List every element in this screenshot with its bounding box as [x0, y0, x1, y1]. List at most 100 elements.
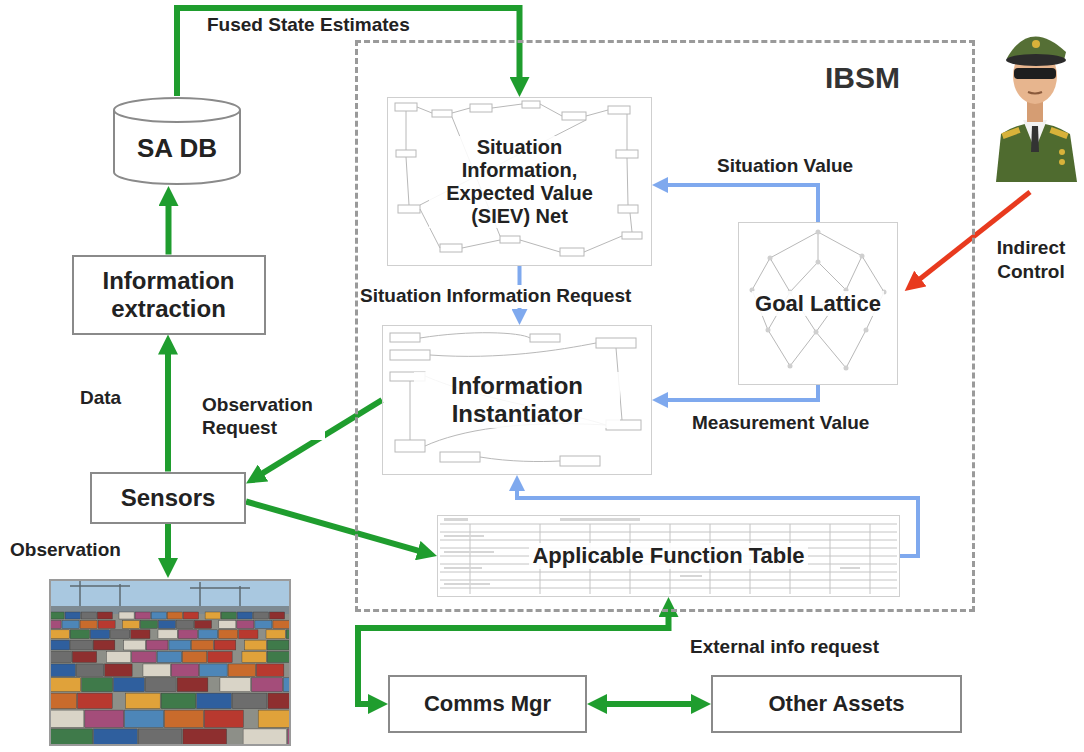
- process-box: Other Assets: [711, 675, 962, 733]
- illustration-part: [470, 524, 870, 594]
- illustration-part: [228, 664, 255, 676]
- illustration-part: [122, 621, 139, 629]
- edge-label-holder: Data: [78, 387, 123, 410]
- flow-arrow: [177, 8, 520, 96]
- illustration-part: [65, 612, 80, 619]
- illustration-part: [97, 612, 112, 619]
- edge-label: Situation Information Request: [358, 285, 633, 308]
- illustration-part: [440, 524, 897, 588]
- illustration-part: [85, 710, 124, 727]
- illustration-part: [237, 621, 254, 629]
- container-port-photo: [50, 580, 290, 745]
- illustration-part: [996, 123, 1077, 182]
- flow-arrow: [518, 266, 522, 319]
- instantiator-thumbnail: [390, 333, 641, 466]
- illustration-part: [72, 651, 96, 662]
- illustration-part: [131, 630, 150, 639]
- illustration-part: [161, 693, 196, 708]
- flow-arrow: [595, 701, 703, 707]
- illustration-part: [125, 710, 164, 727]
- edge-label-holder: External info request: [688, 636, 881, 659]
- illustration-part: [221, 612, 236, 619]
- illustration-part: [266, 630, 285, 639]
- illustration-part: [768, 256, 773, 261]
- screenshot-panel: Information Instantiator: [382, 325, 652, 475]
- edge-label: Situation Value: [715, 155, 855, 178]
- database-cylinder: SA DB: [112, 96, 242, 186]
- edge-label: Observation Request: [200, 394, 325, 440]
- illustration-part: [252, 678, 283, 692]
- goal-lattice-thumbnail: [750, 230, 887, 371]
- illustration-part: [158, 621, 175, 629]
- illustration-part: [596, 338, 636, 348]
- illustration-part: [1006, 54, 1066, 66]
- system-boundary: IBSMSituation Information, Expected Valu…: [355, 40, 975, 612]
- illustration-part: [114, 678, 145, 692]
- illustration-part: [70, 630, 89, 639]
- illustration-part: [616, 150, 638, 158]
- illustration-part: [560, 518, 640, 521]
- edge-label: Data: [78, 387, 123, 410]
- illustration-part: [444, 551, 494, 553]
- illustration-part: [50, 580, 290, 745]
- illustration-part: [93, 640, 115, 650]
- screenshot-panel: Goal Lattice: [738, 222, 898, 385]
- illustration-part: [50, 580, 290, 614]
- illustration-part: [214, 640, 236, 650]
- illustration-part: [138, 729, 182, 745]
- illustration-part: [608, 106, 630, 114]
- illustration-part: [124, 640, 146, 650]
- illustration-part: [200, 664, 227, 676]
- illustration-part: [135, 612, 150, 619]
- illustration-part: [752, 232, 884, 368]
- illustration-part: [444, 535, 484, 537]
- illustration-part: [844, 366, 849, 371]
- illustration-part: [1002, 127, 1021, 139]
- illustration-part: [165, 710, 204, 727]
- illustration-part: [232, 693, 267, 708]
- illustration-part: [50, 630, 69, 639]
- illustration-part: [143, 664, 170, 676]
- illustration-part: [390, 333, 420, 342]
- illustration-part: [258, 710, 290, 727]
- illustration-part: [219, 630, 238, 639]
- siev-thumbnail: [395, 101, 642, 256]
- illustration-part: [239, 630, 258, 639]
- node-label: Applicable Function Table: [529, 543, 807, 568]
- illustration-part: [530, 334, 560, 342]
- illustration-part: [242, 651, 266, 662]
- illustration-part: [90, 630, 109, 639]
- illustration-part: [750, 230, 887, 371]
- flow-arrow: [166, 194, 172, 255]
- illustration-part: [256, 664, 283, 676]
- illustration-part: [177, 678, 208, 692]
- illustration-part: [126, 693, 161, 708]
- illustration-part: [267, 640, 289, 650]
- illustration-part: [1014, 68, 1056, 79]
- illustration-part: [237, 612, 252, 619]
- illustration-part: [106, 651, 130, 662]
- illustration-part: [50, 612, 64, 619]
- node-label: Sensors: [121, 484, 216, 512]
- illustration-part: [145, 678, 176, 692]
- annotation-label: Observation: [8, 538, 123, 562]
- illustration-part: [816, 260, 821, 265]
- group-heading: IBSM: [825, 61, 900, 96]
- illustration-part: [50, 664, 75, 676]
- illustration-part: [50, 678, 81, 692]
- illustration-part: [94, 729, 138, 745]
- illustration-part: [158, 630, 177, 639]
- illustration-part: [444, 567, 482, 569]
- illustration-part: [245, 640, 267, 650]
- edge-label: External info request: [688, 636, 881, 659]
- illustration-part: [470, 104, 492, 112]
- illustration-part: [270, 612, 285, 619]
- illustration-part: [560, 248, 584, 256]
- edge-label: Fused State Estimates: [205, 14, 412, 37]
- illustration-part: [70, 580, 250, 606]
- illustration-part: [146, 640, 168, 650]
- illustration-part: [81, 612, 96, 619]
- illustration-part: [50, 693, 77, 708]
- illustration-part: [860, 254, 865, 259]
